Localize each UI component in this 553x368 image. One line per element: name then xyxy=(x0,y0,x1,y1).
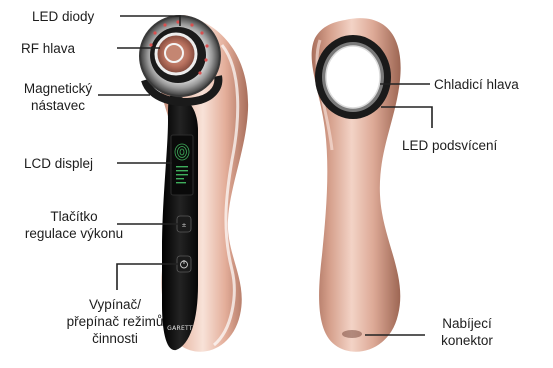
label-tlacitko-line2: regulace výkonu xyxy=(4,225,144,242)
label-nabijeci-konektor: Nabíjecí konektor xyxy=(427,315,507,349)
label-nabijeci-line1: Nabíjecí xyxy=(427,315,507,332)
label-vypinac: Vypínač/ přepínač režimů činnosti xyxy=(45,296,185,347)
label-tlacitko-line1: Tlačítko xyxy=(4,208,144,225)
label-led-podsviceni: LED podsvícení xyxy=(402,137,497,154)
label-vypinac-line2: přepínač režimů xyxy=(45,313,185,330)
device-back xyxy=(312,18,401,352)
label-magneticky-line1: Magnetický xyxy=(18,80,98,97)
label-magneticky-nastavec: Magnetický nástavec xyxy=(18,80,98,114)
label-vypinac-line1: Vypínač/ xyxy=(45,296,185,313)
label-led-diody: LED diody xyxy=(32,8,94,25)
rf-head-center xyxy=(165,44,183,62)
charging-port xyxy=(342,330,362,338)
cooling-head xyxy=(326,46,380,108)
label-chladici-hlava: Chladicí hlava xyxy=(434,76,519,93)
plus-minus-icon: ± xyxy=(181,222,186,229)
label-vypinac-line3: činnosti xyxy=(45,330,185,347)
label-tlacitko-regulace: Tlačítko regulace výkonu xyxy=(4,208,144,242)
label-lcd-displej: LCD displej xyxy=(24,155,93,172)
label-nabijeci-line2: konektor xyxy=(427,332,507,349)
label-magneticky-line2: nástavec xyxy=(18,97,98,114)
label-rf-hlava: RF hlava xyxy=(21,40,75,57)
